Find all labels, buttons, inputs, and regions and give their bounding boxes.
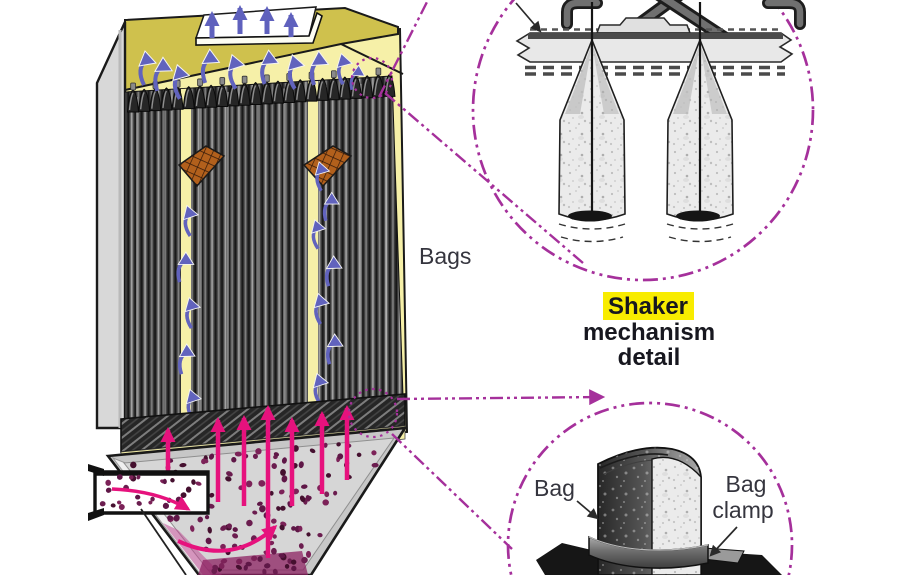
cylinder-rim [599,453,669,469]
callout-line [384,92,584,264]
outlet-air-arrows [204,5,299,38]
leader-line-cropped [140,508,187,575]
bag-label: Bag [534,475,575,501]
detail-tube-sheet-beam [515,17,794,76]
detail-leader-arrow [515,2,542,33]
bag-highlights [136,82,387,418]
bag-clamp-detail: Bag Bag clamp [534,446,782,575]
callout-line [391,433,513,550]
callout-source-circle-top [350,56,394,100]
duct-opening-flare [88,508,104,521]
bag-leader-arrow [576,500,599,520]
callout-source-circle-bottom [347,387,399,439]
thimble-flange [536,543,600,575]
callout-connectors [347,0,815,575]
shaker-caption-line3: detail [618,344,681,371]
bag-clamp-label-line2: clamp [712,497,773,523]
shaker-detail-circle [471,0,815,282]
clamp-highlight [588,536,709,551]
detail-filter-bags [558,2,734,243]
inlet-flow-arrow [177,524,278,553]
dusty-gas-arrows [160,405,355,558]
duct-opening-flare [88,464,104,476]
callout-line [396,389,606,406]
shaker-mechanism-detail [515,0,806,243]
hopper [105,426,408,575]
baghouse-unit [88,5,409,575]
shaker-caption: Shaker mechanism detail [583,292,715,371]
walkway-plate [177,145,226,188]
bag-clamp-label-line1: Bag [726,471,767,497]
shaker-caption-line2: mechanism [583,319,715,346]
bag-clamp-leader-arrow [709,526,738,557]
bag-clamp-detail-circle [506,401,794,575]
shaker-highlight [603,292,694,320]
clean-gas-outlet [194,5,323,46]
shaker-caption-line1: Shaker [608,293,688,320]
duct-flow-arrow [111,487,191,511]
detail-bag-cylinder-inner [651,456,702,575]
bags-label: Bags [419,243,471,269]
callout-line [377,0,430,98]
dust-particles [211,549,297,575]
inlet-duct [88,464,210,521]
